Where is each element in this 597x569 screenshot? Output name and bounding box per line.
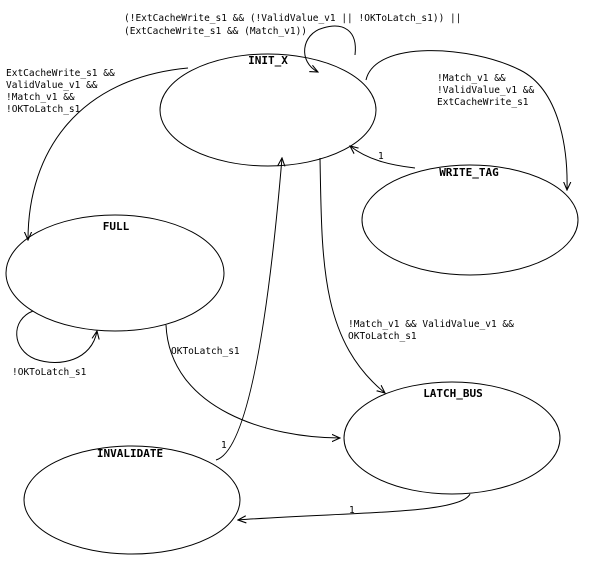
transition-latch-bus-to-invalidate: 1: [238, 493, 471, 520]
transition-latch-bus-to-invalidate-label: 1: [349, 505, 355, 516]
transition-write-tag-to-init: 1: [350, 146, 416, 169]
transition-full-to-latch-bus: OKToLatch_s1: [165, 324, 340, 438]
transition-init-to-full-label-4: !OKToLatch_s1: [6, 104, 81, 115]
transition-full-to-latch-bus-label: OKToLatch_s1: [171, 346, 240, 357]
transition-init-to-full-label-2: ValidValue_v1 &&: [6, 80, 98, 91]
state-latch-bus[interactable]: LATCH_BUS: [343, 381, 561, 495]
transition-invalidate-to-init: 1: [215, 158, 282, 461]
transition-init-to-write-tag-label-1: !Match_v1 &&: [437, 73, 506, 84]
transition-init-to-latch-bus: !Match_v1 && ValidValue_v1 && OKToLatch_…: [319, 157, 514, 393]
transition-init-self-label-1: (!ExtCacheWrite_s1 && (!ValidValue_v1 ||…: [124, 13, 461, 24]
state-init-x-label: INIT_X: [248, 54, 288, 67]
transition-init-to-latch-bus-label-1: !Match_v1 && ValidValue_v1 &&: [348, 319, 514, 330]
transition-init-to-latch-bus-label-2: OKToLatch_s1: [348, 331, 417, 342]
transition-init-to-write-tag: !Match_v1 && !ValidValue_v1 && ExtCacheW…: [365, 50, 567, 190]
transition-init-to-full: ExtCacheWrite_s1 && ValidValue_v1 && !Ma…: [6, 67, 189, 240]
transition-init-to-write-tag-label-3: ExtCacheWrite_s1: [437, 97, 529, 108]
transition-init-to-full-label-3: !Match_v1 &&: [6, 92, 75, 103]
state-write-tag[interactable]: WRITE_TAG: [361, 164, 579, 276]
transition-write-tag-to-init-label: 1: [378, 151, 384, 162]
state-invalidate-label: INVALIDATE: [97, 447, 163, 460]
transition-init-self-label-2: (ExtCacheWrite_s1 && (Match_v1)): [124, 26, 307, 37]
state-full[interactable]: FULL: [5, 214, 225, 332]
state-invalidate[interactable]: INVALIDATE: [23, 445, 241, 555]
state-latch-bus-label: LATCH_BUS: [423, 387, 483, 400]
state-write-tag-label: WRITE_TAG: [439, 166, 499, 179]
transition-full-self-loop: !OKToLatch_s1: [12, 310, 97, 378]
transition-init-to-full-label-1: ExtCacheWrite_s1 &&: [6, 68, 115, 79]
transition-full-self-label: !OKToLatch_s1: [12, 367, 87, 378]
state-init-x[interactable]: INIT_X: [159, 53, 377, 167]
transition-init-to-write-tag-label-2: !ValidValue_v1 &&: [437, 85, 535, 96]
state-full-label: FULL: [103, 220, 130, 233]
transition-init-self-loop: (!ExtCacheWrite_s1 && (!ValidValue_v1 ||…: [124, 13, 461, 72]
transition-invalidate-to-init-label: 1: [221, 440, 227, 451]
